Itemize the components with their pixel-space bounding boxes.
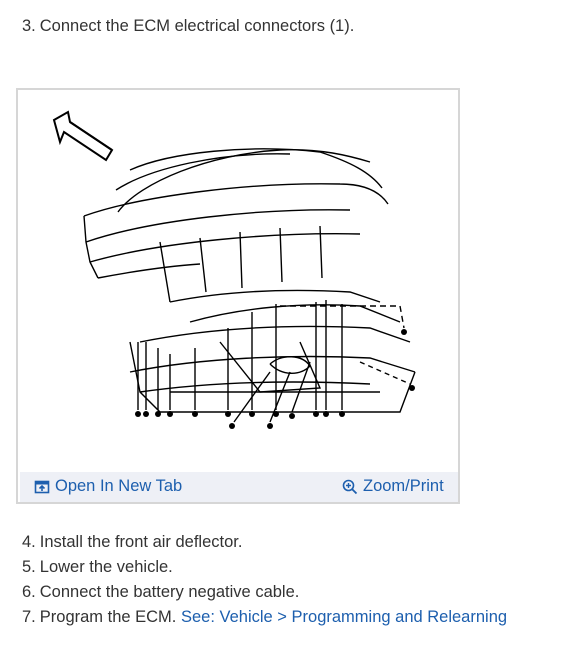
step-number: 6. (22, 583, 36, 601)
programming-relearning-link[interactable]: See: Vehicle > Programming and Relearnin… (180, 608, 508, 626)
figure-toolbar: Open In New Tab Zoom/Print (20, 472, 458, 502)
open-in-new-tab-label: Open In New Tab (55, 477, 183, 495)
step-3: 3.Connect the ECM electrical connectors … (22, 16, 354, 36)
magnifier-plus-icon (342, 479, 358, 494)
step-6: 6.Connect the battery negative cable. (22, 582, 299, 602)
ecm-diagram-illustration (52, 110, 416, 429)
step-number: 3. (22, 17, 36, 35)
step-text: Install the front air deflector. (39, 533, 243, 551)
step-number: 5. (22, 558, 36, 576)
step-text: Program the ECM. (39, 608, 177, 626)
figure-panel: Open In New Tab Zoom/Print (16, 88, 460, 504)
zoom-print-label: Zoom/Print (363, 477, 444, 495)
step-text: Lower the vehicle. (39, 558, 173, 576)
open-in-new-tab-icon (34, 480, 50, 493)
step-5: 5.Lower the vehicle. (22, 557, 173, 577)
step-text: Connect the battery negative cable. (39, 583, 300, 601)
zoom-print-link[interactable]: Zoom/Print (342, 477, 444, 496)
step-number: 4. (22, 533, 36, 551)
step-7: 7.Program the ECM. See: Vehicle > Progra… (22, 607, 507, 627)
step-number: 7. (22, 608, 36, 626)
step-4: 4.Install the front air deflector. (22, 532, 242, 552)
step-text: Connect the ECM electrical connectors (1… (39, 17, 355, 35)
open-in-new-tab-link[interactable]: Open In New Tab (34, 477, 182, 496)
